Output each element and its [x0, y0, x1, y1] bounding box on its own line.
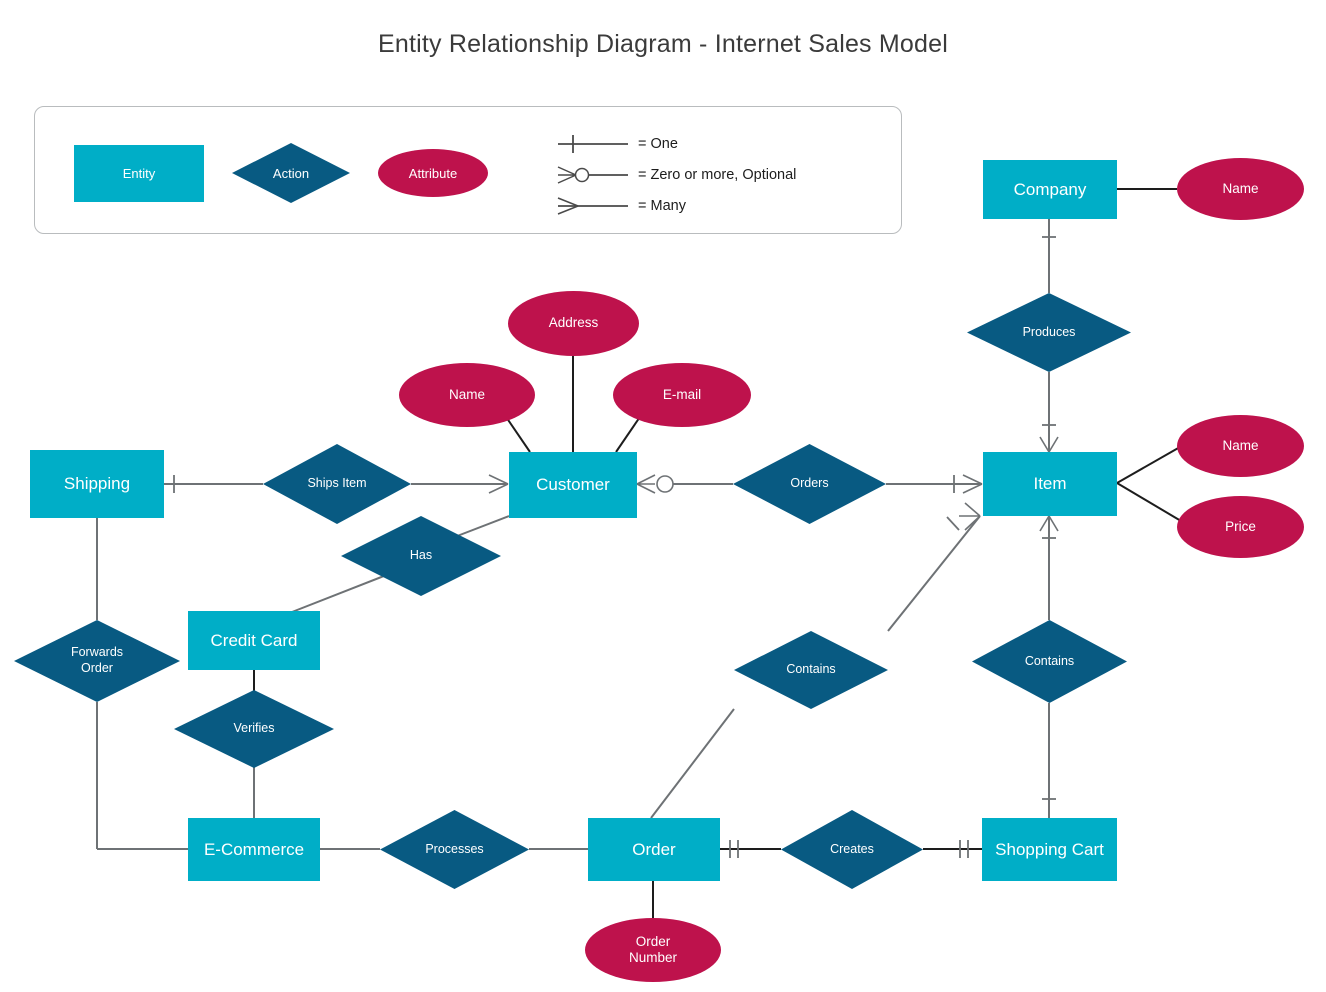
legend-notation-many: = Many [556, 190, 876, 221]
entity-order-label: Order [632, 839, 676, 859]
legend-entity-label: Entity [122, 166, 156, 181]
attribute-order-number[interactable]: Order Number [585, 918, 721, 982]
action-processes[interactable]: Processes [380, 810, 529, 889]
entity-credit-card[interactable]: Credit Card [188, 611, 320, 670]
attribute-customer-email-label: E-mail [662, 386, 702, 402]
legend-notation-one-label: = One [638, 135, 678, 152]
entity-shipping[interactable]: Shipping [30, 450, 164, 518]
legend-notation-many-label: = Many [638, 197, 686, 214]
legend-notation-zero-or-more: = Zero or more, Optional [556, 159, 876, 190]
attribute-item-price-label: Price [1225, 518, 1256, 534]
attribute-customer-email[interactable]: E-mail [613, 363, 751, 427]
legend-attribute-swatch: Attribute [378, 149, 488, 197]
action-produces[interactable]: Produces [967, 293, 1131, 372]
entity-company-label: Company [1013, 179, 1087, 199]
action-forwards-order[interactable]: Forwards Order [14, 620, 180, 702]
action-contains-order-item[interactable]: Contains [734, 631, 888, 709]
attribute-customer-name-label: Name [448, 386, 485, 402]
action-ships-item[interactable]: Ships Item [263, 444, 411, 524]
attribute-order-number-label: Order Number [628, 933, 677, 965]
attribute-item-name[interactable]: Name [1177, 415, 1304, 477]
zero-or-more-optional-notation-icon [556, 163, 630, 187]
many-notation-icon [556, 194, 630, 218]
entity-customer-label: Customer [536, 475, 610, 495]
attribute-item-price[interactable]: Price [1177, 496, 1304, 558]
page-title: Entity Relationship Diagram - Internet S… [378, 30, 948, 58]
attribute-company-name-label: Name [1222, 180, 1259, 196]
attribute-customer-address-label: Address [548, 315, 599, 331]
entity-item-label: Item [1033, 474, 1067, 494]
attribute-customer-name[interactable]: Name [399, 363, 535, 427]
attribute-item-name-label: Name [1222, 437, 1259, 453]
entity-shipping-label: Shipping [63, 474, 131, 494]
entity-ecommerce[interactable]: E-Commerce [188, 818, 320, 881]
action-has[interactable]: Has [341, 516, 501, 596]
entity-order[interactable]: Order [588, 818, 720, 881]
entity-customer[interactable]: Customer [509, 452, 637, 518]
legend-notation-one: = One [556, 128, 876, 159]
one-notation-icon [556, 132, 630, 156]
legend-entity-swatch: Entity [74, 145, 204, 202]
legend-attribute-label: Attribute [408, 165, 458, 181]
action-verifies[interactable]: Verifies [174, 690, 334, 768]
legend-action-swatch: Action [232, 143, 350, 203]
action-orders[interactable]: Orders [733, 444, 886, 524]
entity-ecommerce-label: E-Commerce [203, 839, 305, 859]
entity-item[interactable]: Item [983, 452, 1117, 516]
entity-shopping-cart-label: Shopping Cart [995, 839, 1104, 859]
entity-shopping-cart[interactable]: Shopping Cart [982, 818, 1117, 881]
action-creates[interactable]: Creates [781, 810, 923, 889]
entity-company[interactable]: Company [983, 160, 1117, 219]
attribute-customer-address[interactable]: Address [508, 291, 639, 356]
action-contains-item-cart[interactable]: Contains [972, 620, 1127, 703]
legend-action-label: Action [272, 165, 310, 181]
entity-credit-card-label: Credit Card [210, 630, 298, 650]
attribute-company-name[interactable]: Name [1177, 158, 1304, 220]
legend-notation-zero-or-more-label: = Zero or more, Optional [638, 166, 797, 183]
legend-notation-list: = One = Zero or more, Optional = Many [556, 128, 876, 221]
